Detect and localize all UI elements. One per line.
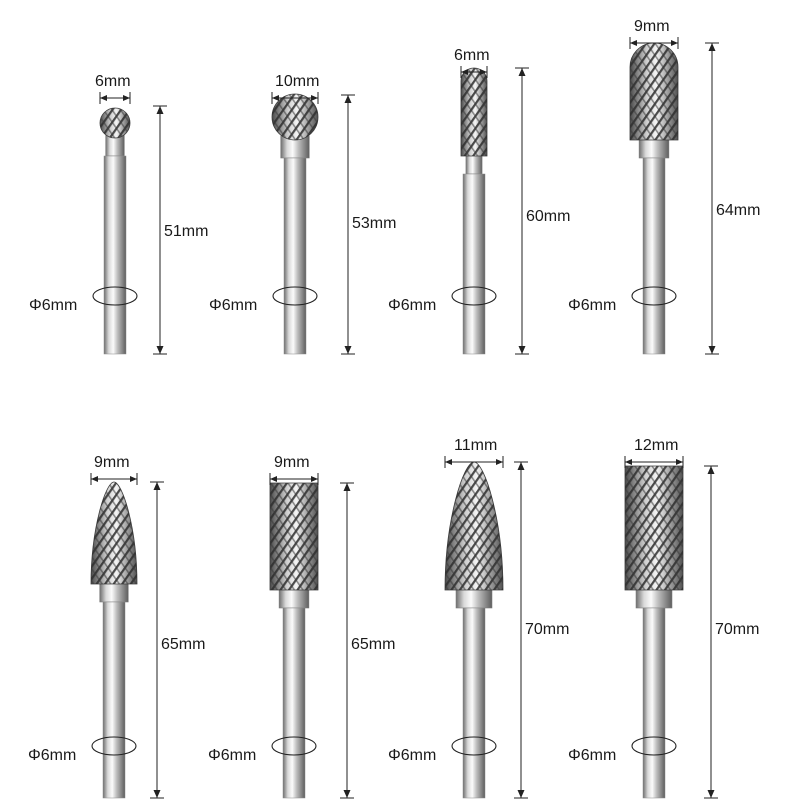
shank-diameter-label-8: Φ6mm [568,747,617,764]
length-label-1: 51mm [164,223,209,240]
burr-1-length-dimension [153,105,167,355]
burr-8-length-dimension [704,465,718,799]
burr-4-length-dimension [705,42,719,355]
shank-diameter-label-2: Φ6mm [209,297,258,314]
burr-4-shank-diameter-marker [631,286,677,306]
burr-5-shank-diameter-marker [91,736,137,756]
burr-2-width-dimension [271,92,319,104]
burr-5-shank [102,601,126,799]
burr-1 [92,92,167,355]
length-label-2: 53mm [352,215,397,232]
head-width-label-4: 9mm [634,18,670,35]
burr-3-length-dimension [515,67,529,355]
burr-2-shank [283,157,307,355]
burr-2 [271,92,355,355]
length-label-6: 65mm [351,636,396,653]
burr-2-length-dimension [341,94,355,355]
burr-8-width-dimension [624,456,684,468]
shank-diameter-label-7: Φ6mm [388,747,437,764]
burr-5-length-dimension [150,481,164,799]
burr-7-shank-diameter-marker [451,736,497,756]
length-label-7: 70mm [525,621,570,638]
length-label-4: 64mm [716,202,761,219]
burr-7-length-dimension [514,461,528,799]
burr-1-width-dimension [99,92,131,104]
head-width-label-3: 6mm [454,47,490,64]
length-label-5: 65mm [161,636,206,653]
burr-8-shank-diameter-marker [631,736,677,756]
shank-diameter-label-1: Φ6mm [29,297,78,314]
burr-4-width-dimension [629,37,679,49]
shank-diameter-label-6: Φ6mm [208,747,257,764]
head-width-label-1: 6mm [95,73,131,90]
burr-3-width-dimension [460,66,488,78]
burr-7-width-dimension [444,456,504,468]
shank-diameter-label-5: Φ6mm [28,747,77,764]
burr-7-shank [462,607,486,799]
head-width-label-8: 12mm [634,437,679,454]
burr-2-shank-diameter-marker [272,286,318,306]
burr-7 [444,456,528,799]
burr-3 [451,66,529,355]
burr-6-shank [282,607,306,799]
burr-1-shank-diameter-marker [92,286,138,306]
burr-6 [269,473,354,799]
length-label-3: 60mm [526,208,571,225]
burr-6-shank-diameter-marker [271,736,317,756]
head-width-label-7: 11mm [454,437,498,454]
head-width-label-2: 10mm [275,73,320,90]
burr-6-length-dimension [340,482,354,799]
burr-3-shank-diameter-marker [451,286,497,306]
length-label-8: 70mm [715,621,760,638]
head-width-label-5: 9mm [94,454,130,471]
burr-4-shank [642,157,666,355]
burr-5-width-dimension [90,473,138,485]
burr-8 [624,456,718,799]
shank-diameter-label-4: Φ6mm [568,297,617,314]
burr-4 [629,37,719,355]
head-width-label-6: 9mm [274,454,310,471]
burr-6-width-dimension [269,473,319,485]
burr-5 [90,473,164,799]
burr-3-shank [462,173,486,355]
burr-8-shank [642,607,666,799]
burr-1-shank [103,155,127,355]
shank-diameter-label-3: Φ6mm [388,297,437,314]
